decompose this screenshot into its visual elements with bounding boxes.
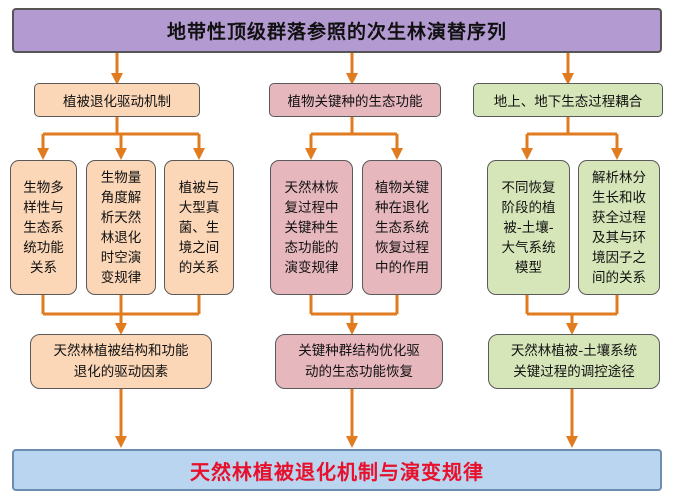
column-3-item-1: 不同恢复 阶段的植 被-土壤- 大气系统 模型: [487, 160, 570, 295]
conclusion-banner: 天然林植被退化机制与演变规律: [12, 449, 662, 491]
column-2-item-1: 天然林恢 复过程中 关键种生 态功能的 演变规律: [270, 160, 353, 295]
column-2-header: 植物关键种的生态功能: [269, 83, 441, 117]
column-3-header: 地上、地下生态过程耦合: [473, 83, 663, 117]
diagram-title: 地带性顶级群落参照的次生林演替序列: [12, 8, 662, 53]
column-1-result: 天然林植被结构和功能 退化的驱动因素: [30, 334, 212, 389]
column-1-item-3: 植被与 大型真 菌、生 境之间 的关系: [164, 160, 234, 295]
column-2-item-2: 植物关键 种在退化 生态系统 恢复过程 中的作用: [362, 160, 442, 295]
column-1-header: 植被退化驱动机制: [34, 83, 200, 117]
column-1-item-2: 生物量 角度解 析天然 林退化 时空演 变规律: [86, 160, 156, 295]
column-2-result: 关键种群结构优化驱 动的生态功能恢复: [275, 334, 443, 389]
column-3-item-2: 解析林分 生长和收 获全过程 及其与环 境因子之 间的关系: [578, 160, 660, 295]
column-1-item-1: 生物多 样性与 生态系 统功能 关系: [10, 160, 77, 295]
column-3-result: 天然林植被-土壤系统 关键过程的调控途径: [488, 334, 660, 389]
